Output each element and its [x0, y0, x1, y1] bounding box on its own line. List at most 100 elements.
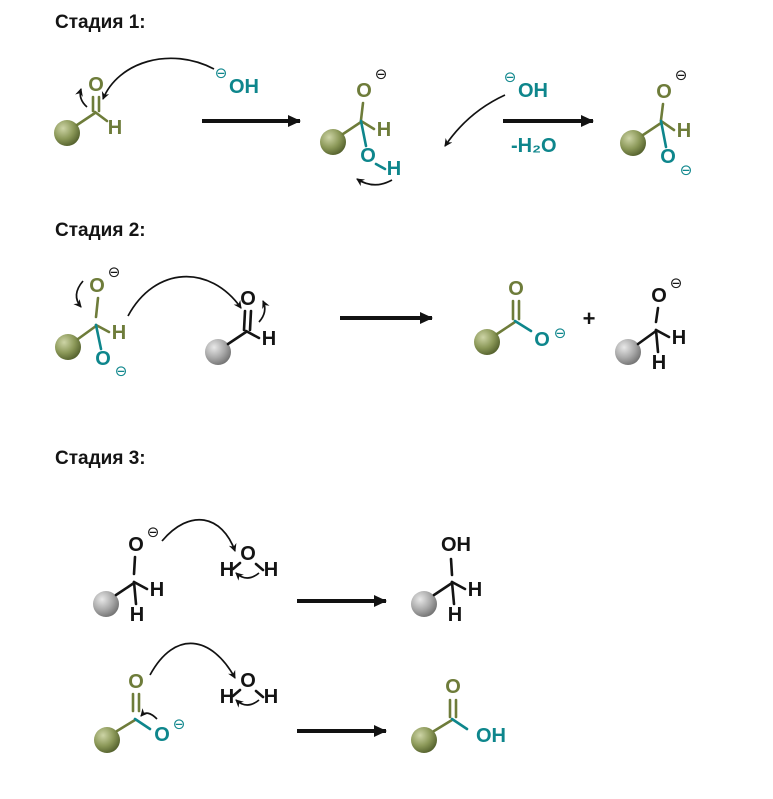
electron-pushing-arrow: [235, 699, 260, 708]
bond: [132, 580, 138, 606]
stage-3: Стадия 3: ⊖ O H H H O H OH: [55, 448, 506, 753]
oxygen-label: O: [534, 329, 550, 351]
hydride-transfer-arrow: [127, 275, 242, 317]
oxygen-label: O: [240, 543, 256, 565]
stage-2-label: Стадия 2:: [55, 220, 146, 241]
hydrogen-label: H: [468, 579, 482, 601]
bond: [641, 121, 663, 137]
water-molecule-2: H O H: [220, 670, 278, 708]
stage-2: Стадия 2: ⊖ O H O ⊖ O H: [55, 220, 686, 380]
double-bond-line: [248, 309, 253, 332]
hydrogen-label: H: [377, 119, 391, 141]
bond: [133, 717, 152, 731]
minus-charge-label: ⊖: [215, 64, 228, 82]
electron-pushing-arrow: [73, 280, 84, 308]
bond: [359, 119, 376, 131]
bond: [449, 557, 454, 577]
bond: [432, 581, 454, 597]
r-group-sphere: [411, 727, 437, 753]
bond: [254, 562, 265, 572]
bond: [432, 718, 454, 733]
double-bond-line: [242, 309, 247, 332]
bond: [659, 119, 668, 149]
oxygen-label: O: [95, 348, 111, 370]
bond: [94, 323, 111, 334]
hydroxyl-label: OH: [441, 534, 471, 556]
r-group-sphere: [620, 130, 646, 156]
electron-pushing-arrow: [75, 88, 88, 108]
bond: [226, 330, 248, 346]
bond: [659, 102, 665, 122]
carboxylic-acid-product: O OH: [411, 676, 506, 753]
oxygen-label: O: [128, 671, 144, 693]
hydrogen-label: H: [652, 352, 666, 374]
bond: [254, 689, 265, 699]
bond: [654, 328, 660, 354]
oxygen-label: O: [508, 278, 524, 300]
bond: [341, 120, 363, 136]
bond: [374, 162, 387, 171]
bond: [495, 320, 517, 336]
hydroxyl-label: OH: [518, 80, 548, 102]
r-group-sphere: [205, 339, 231, 365]
hydrogen-label: H: [448, 604, 462, 626]
hydrogen-label: H: [672, 327, 686, 349]
bond: [450, 580, 467, 591]
hydrogen-label: H: [150, 579, 164, 601]
oxygen-label: O: [240, 288, 256, 310]
bond: [75, 111, 97, 127]
carboxylate-reactant: O O ⊖: [94, 642, 236, 753]
minus-charge-label: ⊖: [108, 263, 121, 281]
oxygen-label: O: [660, 146, 676, 168]
r-group-sphere: [411, 591, 437, 617]
minus-charge-label: ⊖: [504, 68, 517, 86]
bond: [359, 119, 368, 148]
r-group-sphere: [615, 339, 641, 365]
electron-pushing-arrow: [444, 94, 506, 147]
hydroxide-ion-2: ⊖ OH: [444, 68, 548, 147]
bond: [93, 110, 109, 123]
stage-1-label: Стадия 1:: [55, 12, 146, 33]
bond: [114, 581, 136, 597]
oxygen-label: O: [88, 74, 104, 96]
bond: [76, 324, 98, 341]
stage-3-label: Стадия 3:: [55, 448, 146, 469]
oxygen-label: O: [656, 81, 672, 103]
tetrahedral-intermediate: O ⊖ H O H: [320, 65, 401, 187]
bond: [450, 580, 456, 606]
electron-pushing-arrow: [235, 572, 260, 581]
bond: [231, 561, 242, 571]
alcohol-product: OH H H: [411, 534, 482, 626]
oxygen-label: O: [240, 670, 256, 692]
aldehyde-gray: O H: [205, 288, 276, 365]
bond: [132, 555, 137, 576]
r-group-sphere: [474, 329, 500, 355]
hydroxyl-label: OH: [229, 76, 259, 98]
oxygen-label: O: [360, 145, 376, 167]
bond: [132, 580, 149, 591]
oxygen-label: O: [154, 724, 170, 746]
hydroxide-ion-1: ⊖ OH: [101, 57, 259, 100]
hydroxyl-label: OH: [476, 725, 506, 747]
electron-pushing-arrow: [258, 300, 270, 323]
hydrogen-label: H: [262, 328, 276, 350]
proton-abstraction-arrow: [149, 642, 236, 679]
r-group-sphere: [320, 129, 346, 155]
alkoxide-dianion-product: O ⊖ H O ⊖: [620, 66, 692, 179]
alkoxide-reactant: ⊖ O H H: [93, 518, 237, 626]
hydrogen-label: H: [130, 604, 144, 626]
hydrogen-label: H: [677, 120, 691, 142]
bond: [654, 306, 660, 324]
oxygen-label: O: [128, 534, 144, 556]
plus-sign: +: [583, 306, 596, 331]
electron-pushing-arrow: [140, 708, 158, 720]
hydrogen-label: H: [220, 686, 234, 708]
minus-charge-label: ⊖: [115, 362, 128, 380]
hydrogen-label: H: [220, 559, 234, 581]
hydrogen-label: H: [112, 322, 126, 344]
water-molecule-1: H O H: [220, 543, 278, 581]
minus-water-label: -H₂O: [511, 135, 557, 157]
bond: [231, 688, 242, 698]
electron-pushing-arrow: [356, 178, 393, 187]
